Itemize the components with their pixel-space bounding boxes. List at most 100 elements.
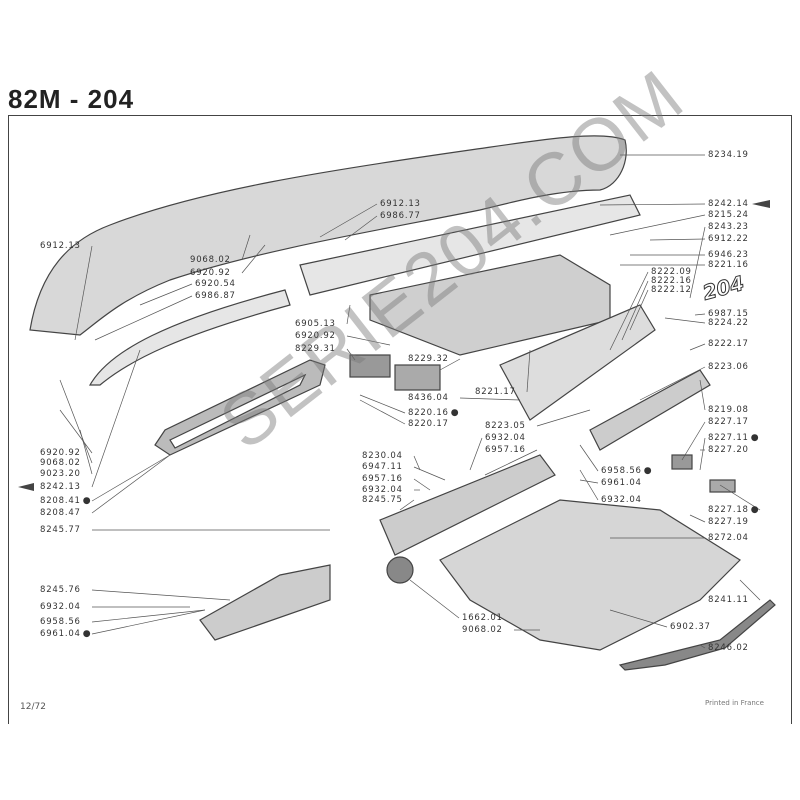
part-number-label: 9068.02	[462, 625, 503, 635]
part-number-label: 8223.05	[485, 421, 526, 431]
part-number-label: 6932.04	[485, 433, 526, 443]
part-number: 8215.24	[708, 210, 749, 220]
part-number-label: 6961.04●	[40, 629, 91, 639]
leader-line	[59, 379, 93, 464]
leader-line	[413, 466, 446, 481]
part-number: 6932.04	[40, 602, 81, 612]
part-number: 6912.13	[380, 199, 421, 209]
leader-line	[699, 379, 706, 411]
part-number-label: 8234.19	[708, 150, 749, 160]
leader-line	[91, 589, 231, 601]
part-number: 8246.02	[708, 643, 749, 653]
part-number: 6958.56	[40, 617, 81, 627]
part-number: 8227.18	[708, 505, 749, 515]
part-number: 6986.77	[380, 211, 421, 221]
part-number-label: 8229.31	[295, 344, 336, 354]
leader-line	[579, 479, 599, 484]
left-trim-strip	[88, 289, 291, 386]
part-number: 8229.32	[408, 354, 449, 364]
leader-line	[399, 499, 415, 511]
leader-line	[484, 449, 538, 476]
lighter-element	[709, 479, 736, 493]
part-number-label: 6957.16	[485, 445, 526, 455]
leader-line	[91, 609, 206, 635]
part-number: 8227.20	[708, 445, 749, 455]
part-number: 6920.92	[190, 268, 231, 278]
leader-line	[694, 313, 706, 316]
leader-line	[91, 349, 141, 488]
part-number-label: 6912.13	[380, 199, 421, 209]
leader-line	[359, 394, 406, 414]
part-number-label: 8227.18●	[708, 505, 759, 515]
leader-line	[439, 358, 461, 371]
ashtray	[349, 354, 391, 378]
part-number-label: 6957.16	[362, 474, 403, 484]
part-number: 1662.01	[462, 613, 503, 623]
part-number: 8221.16	[708, 260, 749, 270]
part-number: 6946.23	[708, 250, 749, 260]
part-number: 8219.08	[708, 405, 749, 415]
leader-line	[74, 245, 93, 341]
part-number-label: 6912.22	[708, 234, 749, 244]
lock-knob	[386, 556, 414, 584]
part-number-label: 8222.12	[651, 285, 692, 295]
part-number: 8222.12	[651, 285, 692, 295]
leader-line	[579, 444, 599, 472]
part-number-label: 6912.13	[40, 241, 81, 251]
part-number: 6920.92	[40, 448, 81, 458]
leader-line	[139, 283, 193, 306]
part-number-label: 8245.75	[362, 495, 403, 505]
date-code: 12/72	[20, 702, 46, 712]
leader-line	[536, 409, 591, 427]
part-number: 8222.17	[708, 339, 749, 349]
part-number-label: 8241.11	[708, 595, 749, 605]
part-number: 8245.77	[40, 525, 81, 535]
part-number: 8227.11	[708, 433, 749, 443]
arrow-icons	[18, 200, 770, 491]
variant-bullet-icon: ●	[450, 408, 460, 418]
vent-frame-inner	[169, 373, 307, 449]
part-number-label: 8220.16●	[408, 408, 459, 418]
leader-line	[91, 454, 171, 502]
leader-line	[621, 280, 649, 341]
part-number-label: 8246.02	[708, 643, 749, 653]
part-number: 6957.16	[485, 445, 526, 455]
part-number: 8241.11	[708, 595, 749, 605]
part-number-label: 8243.23	[708, 222, 749, 232]
leader-line	[359, 399, 406, 425]
part-number-label: 6905.13	[295, 319, 336, 329]
leader-line	[681, 421, 706, 461]
part-number: 8227.17	[708, 417, 749, 427]
part-number-label: 8230.04	[362, 451, 403, 461]
part-number-label: 6920.92	[190, 268, 231, 278]
part-number-label: 6920.92	[40, 448, 81, 458]
leader-line	[346, 348, 356, 361]
part-number-label: 8221.16	[708, 260, 749, 270]
part-number: 8227.19	[708, 517, 749, 527]
part-number-label: 8272.04	[708, 533, 749, 543]
leader-line	[699, 644, 706, 649]
part-number-label: 8222.09	[651, 267, 692, 277]
leader-line	[719, 484, 761, 511]
leader-line	[59, 409, 93, 454]
part-number-label: 6932.04	[601, 495, 642, 505]
leader-line	[739, 579, 761, 601]
part-number-label: 8227.20	[708, 445, 749, 455]
part-number-label: 8222.16	[651, 276, 692, 286]
lighter	[671, 454, 693, 470]
part-number-label: 9023.20	[40, 469, 81, 479]
part-number-label: 6946.23	[708, 250, 749, 260]
arrow-left-icon	[18, 483, 34, 491]
leader-line	[664, 317, 706, 324]
part-number: 8223.06	[708, 362, 749, 372]
leader-line	[609, 609, 668, 628]
part-number: 6958.56	[601, 466, 642, 476]
part-number: 6932.04	[485, 433, 526, 443]
variant-bullet-icon: ●	[82, 496, 92, 506]
upper-trim-panel	[299, 194, 641, 296]
part-number: 6902.37	[670, 622, 711, 632]
part-number-label: 8229.32	[408, 354, 449, 364]
part-number-label: 6958.56●	[601, 466, 652, 476]
part-number-label: 8227.19	[708, 517, 749, 527]
leader-line	[599, 203, 706, 206]
